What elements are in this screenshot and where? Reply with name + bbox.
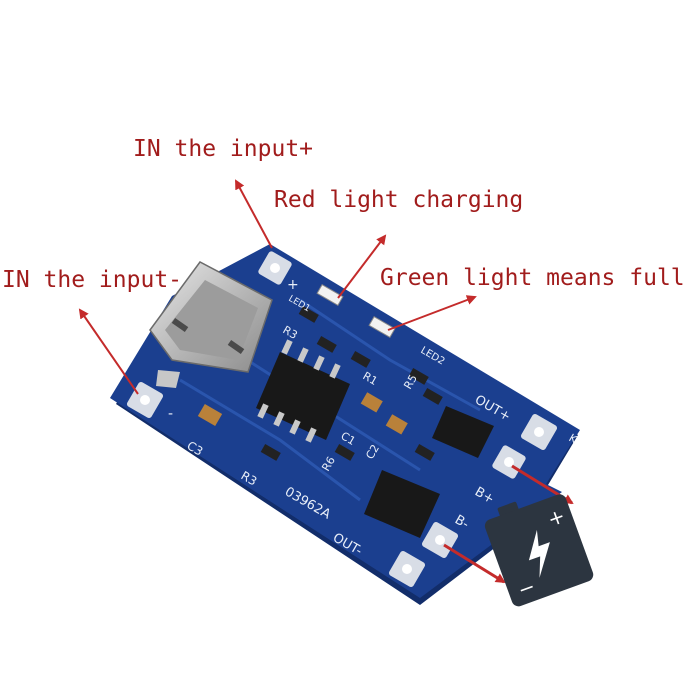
silk-c2: C2 [363,442,382,461]
arrow-in-plus [235,179,273,249]
battery-icon: + − [484,494,594,607]
battery-plus: + [544,503,568,531]
pad-in-plus [258,251,292,285]
label-in-minus: IN the input- [2,267,183,293]
pad-out-minus [388,550,426,588]
arrow-red-light [337,234,387,299]
silk-c3: C3 [185,438,206,458]
protection-ic [364,470,440,538]
silk-minus: - [168,406,173,422]
label-in-plus: IN the input+ [133,136,314,162]
capacitor-c3 [197,403,223,427]
capacitor-c2 [385,414,408,435]
label-green-light-full: Green light means full [380,265,685,291]
pad-out-plus [520,413,558,451]
led1 [316,283,344,307]
resistors [260,306,443,461]
charger-ic [256,339,350,443]
micro-usb-connector [149,261,273,388]
silk-r5: R5 [401,372,420,391]
battery-minus: − [515,574,539,602]
mosfet [432,406,494,458]
arrow-green-light [387,295,477,331]
silk-r3: R3 [239,468,260,488]
label-red-light-charging: Red light charging [274,187,524,213]
arrow-in-minus [78,308,139,395]
capacitor-c1 [360,392,383,413]
silk-plus: + [287,277,299,293]
silk-c1: C1 [339,429,358,448]
silk-r6: R6 [319,454,338,473]
led2 [368,315,396,339]
silk-r3-top: R3 [281,323,300,342]
arrow-b-minus-to-battery [443,543,506,584]
silk-r1: R1 [361,369,380,388]
lightning-bolt-icon [528,529,550,578]
